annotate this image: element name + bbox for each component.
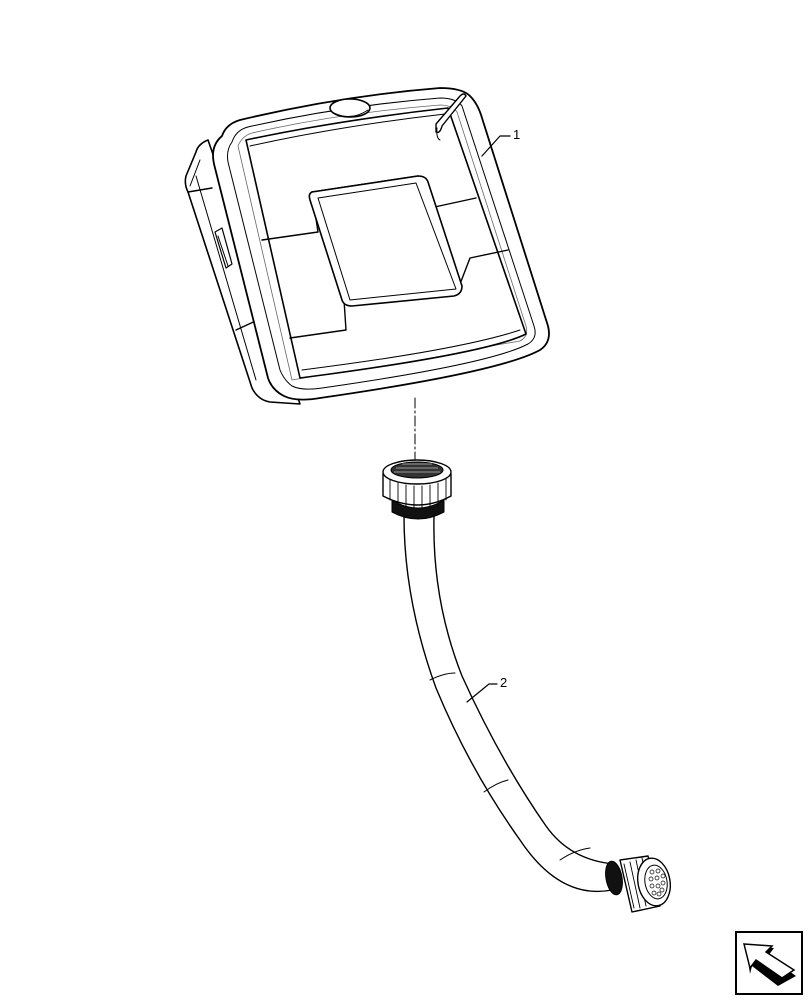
callout-label-1: 1 <box>513 127 521 142</box>
return-arrow-icon[interactable] <box>735 931 803 995</box>
callout-2-leader <box>466 683 498 703</box>
bottom-connector <box>605 855 671 913</box>
wiring-harness <box>382 459 671 913</box>
display-monitor <box>184 87 550 405</box>
callout-label-2: 2 <box>500 675 508 690</box>
callout-1-leader <box>481 135 511 157</box>
top-connector <box>382 459 452 520</box>
